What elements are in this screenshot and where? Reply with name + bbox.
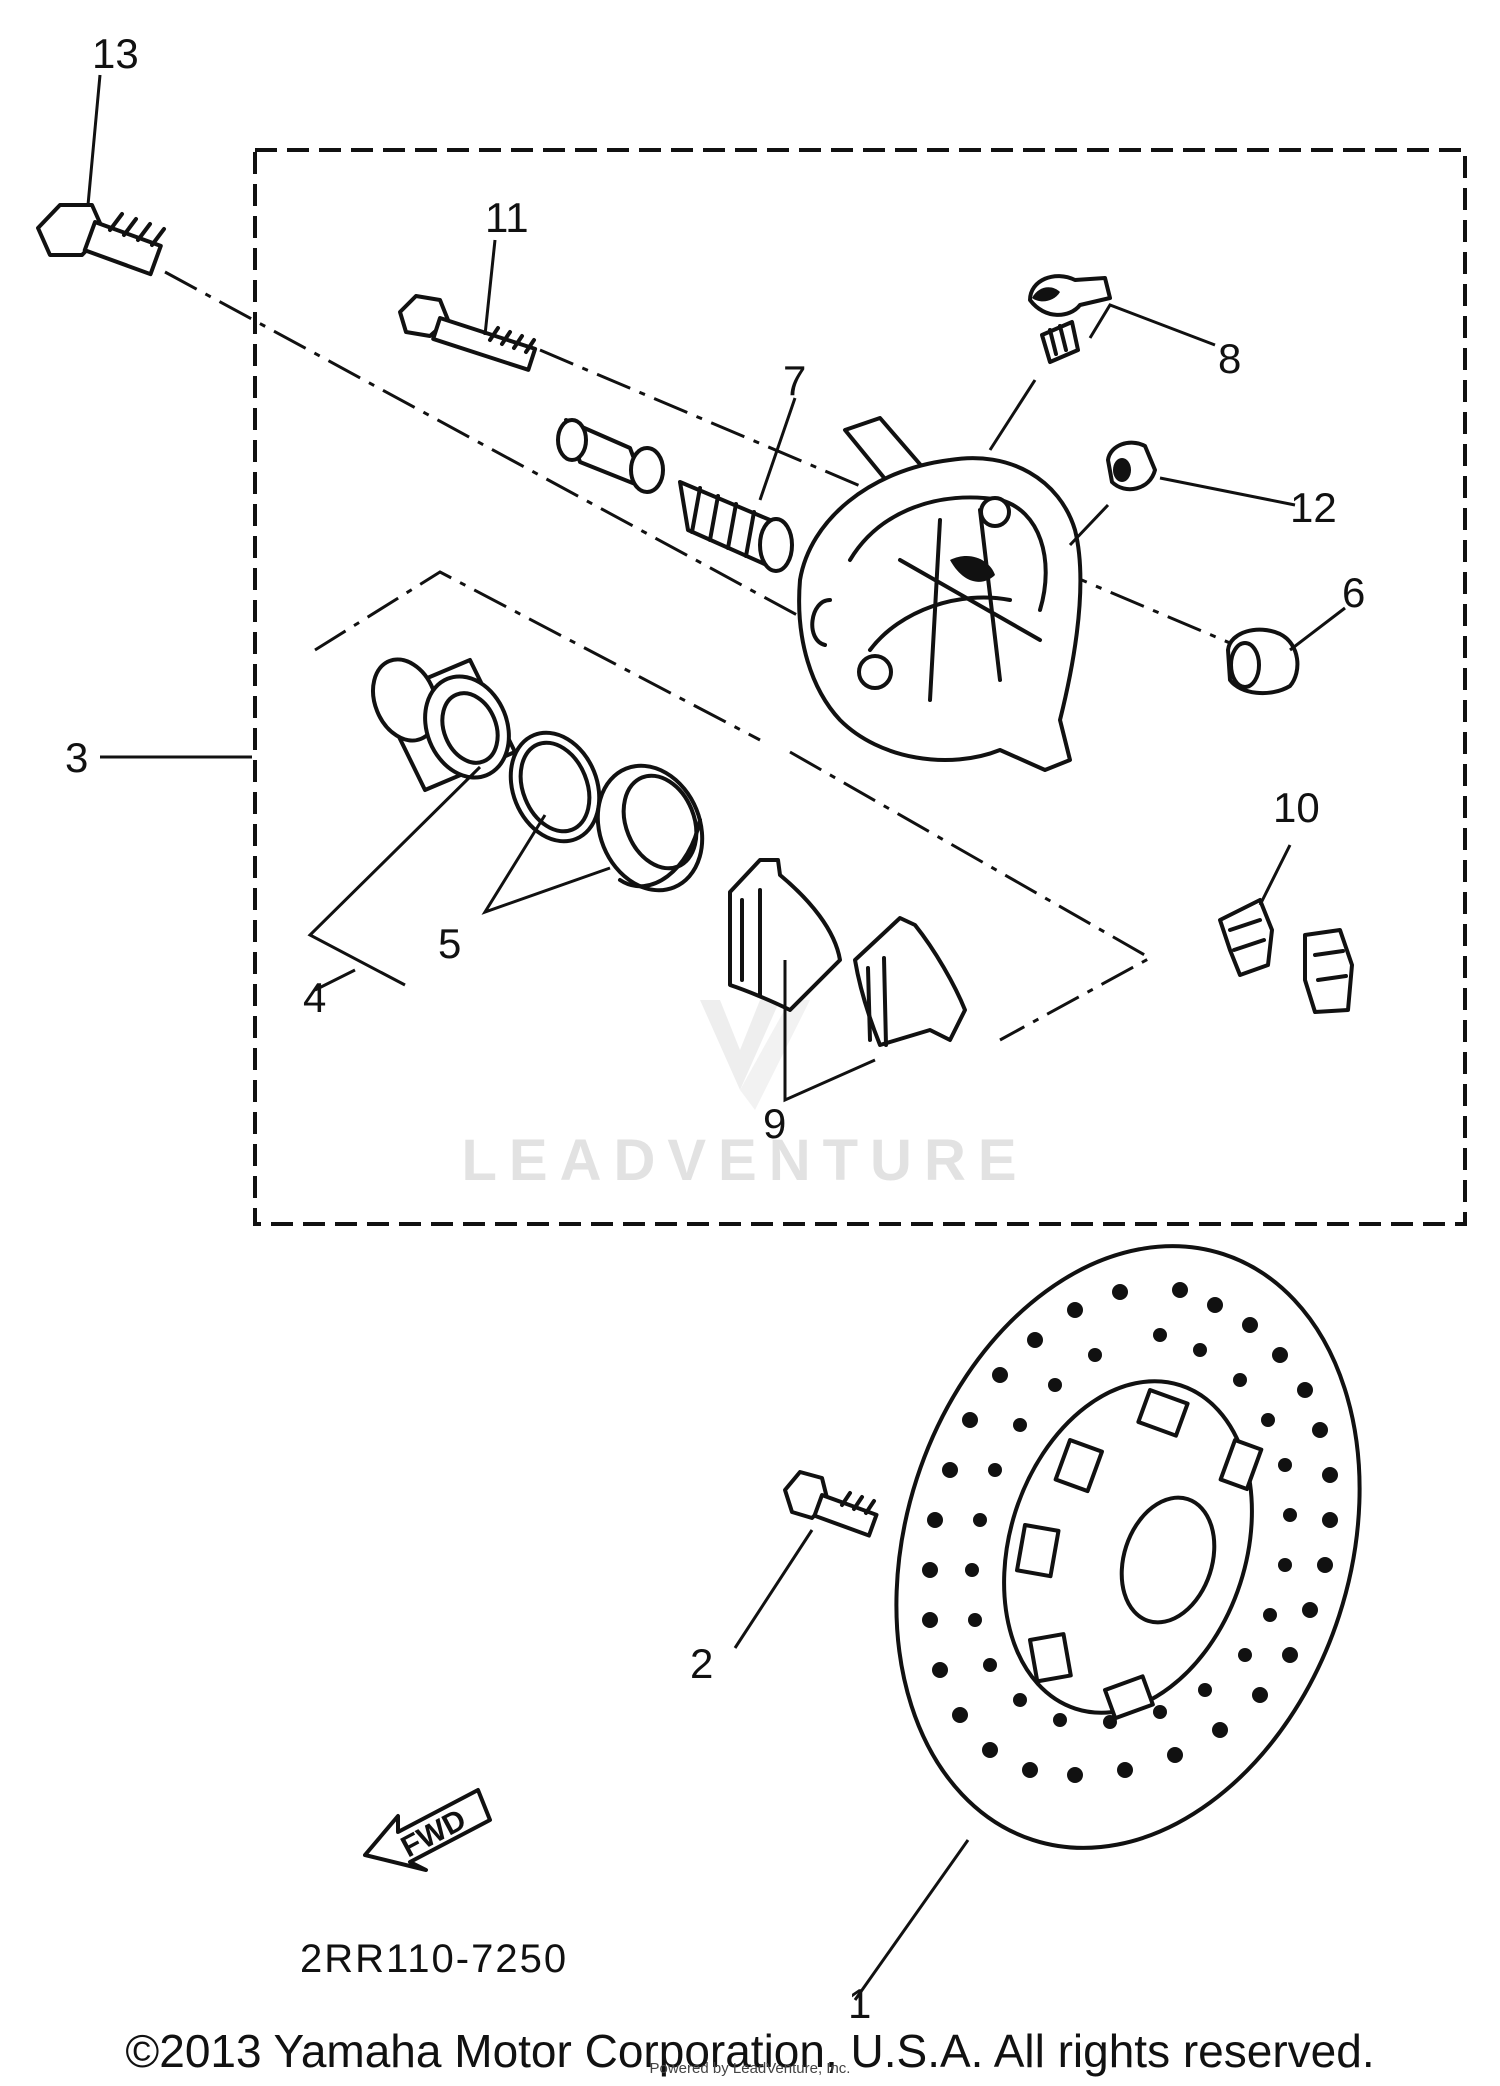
- watermark-text: LEADVENTURE: [461, 1128, 1028, 1193]
- callout-2: 2: [690, 1640, 713, 1687]
- part-7-boot: [678, 480, 794, 573]
- powered-by-notice: Powered by LeadVenture, Inc.: [649, 2060, 851, 2077]
- fwd-arrow-icon: FWD: [363, 1788, 492, 1872]
- callout-7: 7: [783, 357, 806, 404]
- callout-3: 3: [65, 734, 88, 781]
- part-8-bleeder: [988, 274, 1112, 451]
- part-13-bolt: [36, 203, 166, 277]
- leadventure-logo-icon: [700, 1000, 810, 1110]
- part-1-brake-disc: [894, 1244, 1362, 1850]
- callout-12: 12: [1290, 484, 1337, 531]
- leader-lines: [86, 74, 1346, 2001]
- callout-6: 6: [1342, 569, 1365, 616]
- callout-8: 8: [1218, 335, 1241, 382]
- callout-1: 1: [848, 1980, 871, 2027]
- part-11-bolt: [398, 294, 538, 372]
- pad-kit-outline-top: [314, 570, 761, 742]
- part-4-piston: [371, 657, 517, 792]
- callout-4: 4: [303, 974, 326, 1021]
- part-code: 2RR110-7250: [300, 1937, 568, 1981]
- part-9-pads: [728, 858, 967, 1047]
- part-caliper-body: [797, 416, 1083, 772]
- disc-hub-windows: [1015, 1387, 1264, 1721]
- bolt-centerline: [164, 270, 881, 662]
- part-6-boot: [1226, 627, 1300, 696]
- part-12-cap: [1068, 440, 1157, 547]
- part-10-clips: [1218, 898, 1354, 1014]
- callout-13: 13: [92, 30, 139, 77]
- part-5-seals: [508, 730, 705, 893]
- callout-5: 5: [438, 920, 461, 967]
- callout-10: 10: [1273, 784, 1320, 831]
- sleeve: [556, 418, 665, 494]
- part-2-bolt: [783, 1470, 879, 1538]
- disc-cooling-holes: [922, 1282, 1338, 1783]
- callout-9: 9: [763, 1100, 786, 1147]
- copyright-notice: ©2013 Yamaha Motor Corporation, U.S.A. A…: [125, 2025, 1375, 2077]
- caliper-assembly-box: [253, 148, 1467, 1226]
- pad-kit-outline-right: [789, 750, 1154, 1042]
- callout-11: 11: [485, 194, 529, 241]
